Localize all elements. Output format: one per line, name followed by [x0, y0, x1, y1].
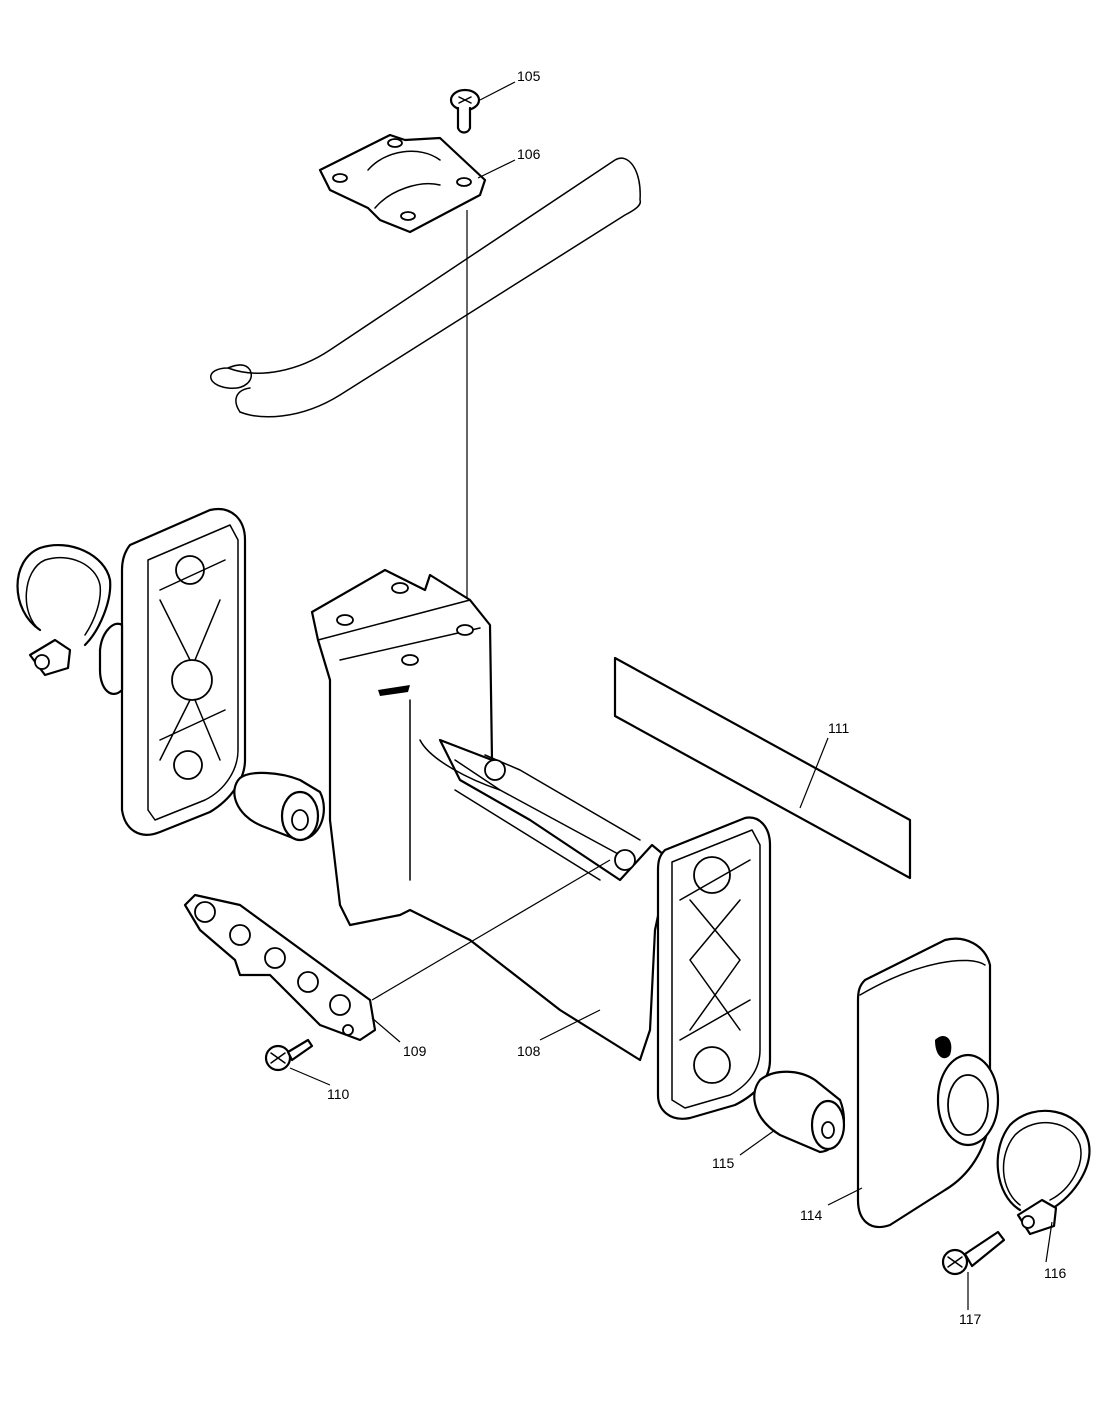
clamp-band-116 — [996, 1109, 1091, 1236]
shaft-pipe — [210, 157, 642, 418]
callout-110: 110 — [327, 1086, 350, 1102]
handle-bracket-108 — [310, 568, 672, 1062]
label-111 — [613, 656, 912, 880]
callout-106: 106 — [517, 146, 541, 162]
left-clamp-band — [16, 543, 112, 677]
callout-108: 108 — [517, 1043, 541, 1059]
clamp-cap-106 — [318, 133, 487, 234]
callout-105: 105 — [517, 68, 541, 84]
callout-labels: 105 106 111 109 108 110 115 114 116 117 — [327, 68, 1067, 1327]
right-grip-plate — [656, 816, 772, 1120]
callout-111: 111 — [828, 720, 849, 736]
left-bushing — [233, 771, 325, 842]
callout-109: 109 — [403, 1043, 427, 1059]
cover-114 — [856, 937, 1000, 1228]
callout-116: 116 — [1044, 1265, 1067, 1281]
screw-110 — [264, 1038, 314, 1072]
screw-105 — [449, 88, 481, 134]
left-grip-plate — [98, 507, 247, 836]
leader-lines — [289, 81, 1053, 1310]
callout-117: 117 — [959, 1311, 982, 1327]
callout-114: 114 — [800, 1207, 823, 1223]
screw-117 — [941, 1230, 1006, 1276]
callout-115: 115 — [712, 1155, 735, 1171]
right-bushing-115 — [753, 1070, 846, 1154]
plate-109 — [183, 893, 377, 1042]
